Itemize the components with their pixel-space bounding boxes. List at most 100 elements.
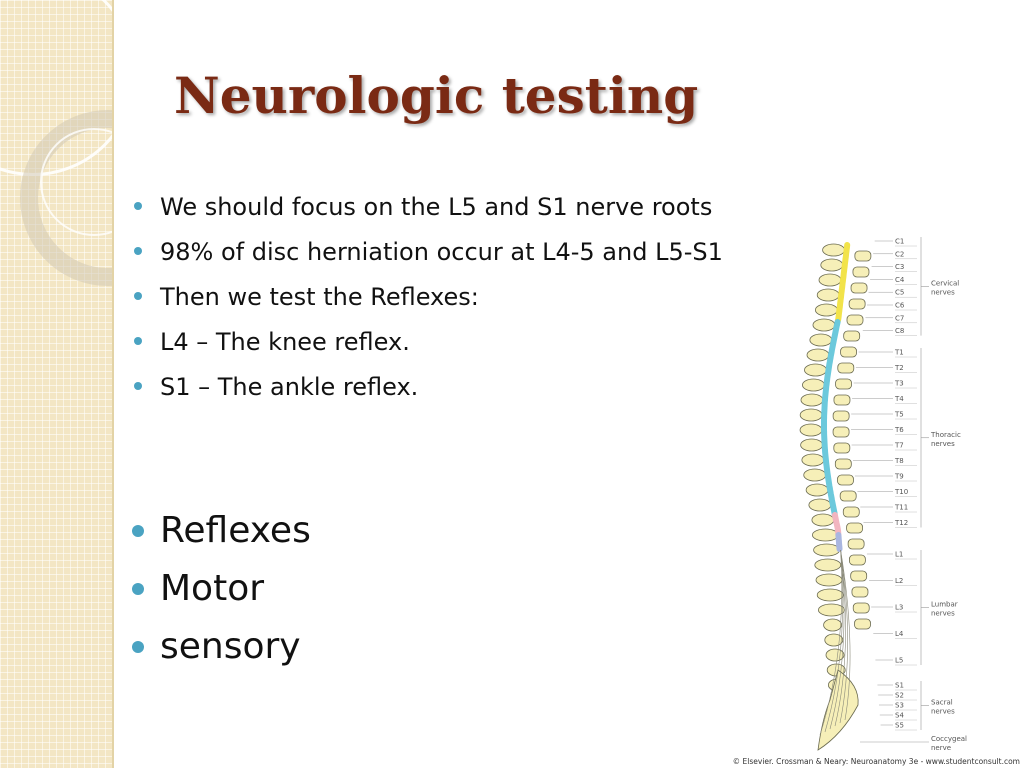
bullet-item: 98% of disc herniation occur at L4-5 and… <box>130 233 820 278</box>
thoracic-cord-segment <box>821 319 841 517</box>
nerve-label: S5 <box>895 722 904 730</box>
bullet-text: Then we test the Reflexes: <box>160 283 479 311</box>
nerve-label: T5 <box>894 411 904 419</box>
nerve-label: C5 <box>895 289 904 297</box>
bullet-text: L4 – The knee reflex. <box>160 328 410 356</box>
spinous-process-shape <box>848 298 866 310</box>
sacrum-shape <box>817 669 859 751</box>
slide-title: Neurologic testing <box>174 66 699 125</box>
vertebra-shape <box>801 453 825 467</box>
vertebra-shape <box>806 348 830 362</box>
cervical-group-label: Cervical <box>931 279 959 287</box>
vertebra-shape <box>816 288 840 302</box>
vertebra-shape <box>820 258 844 272</box>
bullet-dot-icon <box>132 525 144 537</box>
large-bullet-item: Motor <box>130 563 311 621</box>
nerve-label: T10 <box>894 488 908 496</box>
vertebra-shape <box>800 438 824 452</box>
thoracic-group-label-line2: nerves <box>931 440 955 448</box>
nerve-label: C7 <box>895 314 904 322</box>
decorative-side-band <box>0 0 114 768</box>
cauda-equina-fiber <box>824 549 844 733</box>
spinous-process-shape <box>832 426 850 438</box>
vertebra-shape <box>818 273 842 287</box>
vertebra-shape <box>815 303 838 317</box>
nerve-label: T2 <box>894 364 904 372</box>
vertebra-shape <box>822 243 845 257</box>
bullet-list: We should focus on the L5 and S1 nerve r… <box>130 188 820 413</box>
vertebra-shape <box>823 618 842 632</box>
vertebra-shape <box>799 423 823 437</box>
nerve-label: C2 <box>895 250 904 258</box>
nerve-label: T9 <box>894 473 904 481</box>
cauda-equina-fiber <box>834 549 846 727</box>
nerve-label: T8 <box>894 457 904 465</box>
vertebra-shape <box>818 603 845 617</box>
cervical-group-label-line2: nerves <box>931 288 955 296</box>
spinal-column-illustration: C1C2C3C4C5C6C7C8CervicalnervesT1T2T3T4T5… <box>799 237 967 752</box>
vertebra-shape <box>812 528 839 542</box>
bullet-dot-icon <box>132 583 144 595</box>
sacral-group-label: Sacral <box>931 699 953 707</box>
bullet-text: 98% of disc herniation occur at L4-5 and… <box>160 238 723 266</box>
bullet-item: S1 – The ankle reflex. <box>130 368 820 413</box>
large-bullet-text: Motor <box>160 568 265 609</box>
cauda-equina-fiber <box>840 549 851 721</box>
nerve-label: S3 <box>895 702 904 710</box>
large-bullet-list: Reflexes Motor sensory <box>130 505 311 679</box>
coccygeal-group-label-line2: nerve <box>931 744 951 752</box>
large-bullet-item: sensory <box>130 621 311 679</box>
vertebra-shape <box>825 648 845 662</box>
nerve-label: C4 <box>895 276 905 284</box>
bullet-dot-icon <box>134 247 142 255</box>
vertebra-shape <box>814 558 842 572</box>
sacral-cord-segment <box>835 532 843 552</box>
coccygeal-group-label: Coccygeal <box>931 735 967 743</box>
nerve-label: C3 <box>895 263 904 271</box>
vertebra-shape <box>808 498 832 512</box>
spinous-process-shape <box>839 490 857 502</box>
nerve-label: T3 <box>894 380 904 388</box>
vertebra-shape <box>800 393 824 407</box>
vertebra-shape <box>799 408 823 422</box>
large-bullet-item: Reflexes <box>130 505 311 563</box>
bullet-item: L4 – The knee reflex. <box>130 323 820 368</box>
bullet-dot-icon <box>134 202 142 210</box>
spinous-process-shape <box>837 474 854 486</box>
spinous-process-shape <box>846 522 863 534</box>
bullet-dot-icon <box>134 382 142 390</box>
bullet-dot-icon <box>134 337 142 345</box>
spinous-process-shape <box>833 442 851 454</box>
cauda-equina-fiber <box>829 549 845 730</box>
spinous-process-shape <box>849 554 866 566</box>
vertebra-shape <box>802 378 825 392</box>
sacral-group-label-line2: nerves <box>931 708 955 716</box>
spinous-process-shape <box>846 314 864 326</box>
bullet-item: Then we test the Reflexes: <box>130 278 820 323</box>
lumbar-group-label: Lumbar <box>931 601 958 609</box>
image-credit: © Elsevier. Crossman & Neary: Neuroanato… <box>732 757 1020 766</box>
large-bullet-text: sensory <box>160 626 301 667</box>
bullet-dot-icon <box>132 641 144 653</box>
thoracic-group-label: Thoracic <box>930 431 961 439</box>
bullet-item: We should focus on the L5 and S1 nerve r… <box>130 188 820 233</box>
nerve-label: C1 <box>895 238 904 246</box>
nerve-label: T4 <box>894 395 904 403</box>
spinous-process-shape <box>852 602 870 614</box>
nerve-label: C8 <box>895 327 904 335</box>
nerve-label: S4 <box>895 712 904 720</box>
spinous-process-shape <box>843 330 861 342</box>
nerve-label: C6 <box>895 302 905 310</box>
vertebra-shape <box>812 318 836 332</box>
spinous-process-shape <box>835 378 852 390</box>
large-bullet-text: Reflexes <box>160 510 311 551</box>
nerve-label: L5 <box>895 657 903 665</box>
bullet-dot-icon <box>134 292 142 300</box>
nerve-label: T11 <box>894 504 908 512</box>
cauda-equina-fiber <box>839 549 848 724</box>
nerve-label: L1 <box>895 551 903 559</box>
nerve-label: T6 <box>894 426 904 434</box>
vertebra-shape <box>824 633 844 647</box>
bullet-text: We should focus on the L5 and S1 nerve r… <box>160 193 713 221</box>
